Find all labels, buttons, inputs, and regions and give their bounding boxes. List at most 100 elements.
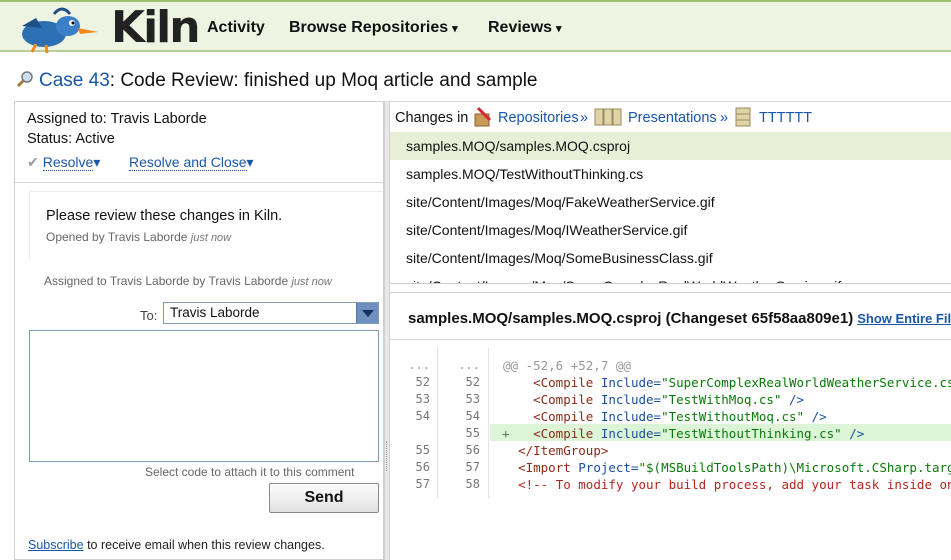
code-string: "TestWithoutThinking.cs" (661, 426, 842, 441)
divider (15, 182, 383, 183)
code-line: <Compile Include="SuperComplexRealWorldW… (503, 375, 951, 390)
assign-event: Assigned to Travis Laborde by Travis Lab… (44, 274, 332, 288)
line-number: 52 (465, 375, 480, 389)
chevron-down-icon: ▾ (556, 23, 562, 35)
case-title-text: : Code Review: finished up Moq article a… (109, 70, 538, 91)
code-indent (503, 409, 533, 424)
breadcrumb-separator: » (720, 110, 729, 126)
code-string: "$(MSBuildToolsPath)\Microsoft.CSharp.ta… (638, 460, 951, 475)
breadcrumb-repository[interactable]: TTTTTT (759, 110, 813, 126)
nav-activity[interactable]: Activity (207, 19, 265, 37)
code-attr: Include= (600, 409, 662, 424)
code-string: "TestWithoutMoq.cs" (661, 409, 805, 424)
breadcrumb-presentations[interactable]: Presentations (628, 110, 717, 126)
pane-splitter[interactable] (384, 101, 390, 560)
event-message: Please review these changes in Kiln. (46, 208, 283, 224)
code-line: <Import Project="$(MSBuildToolsPath)\Mic… (503, 460, 951, 475)
chevron-down-icon: ▾ (93, 154, 101, 170)
assign-event-text: Assigned to Travis Laborde by Travis Lab… (44, 274, 289, 288)
checkmark-icon: ✔ (27, 154, 39, 170)
subscribe-row: Subscribe to receive email when this rev… (28, 538, 325, 552)
line-number: 53 (415, 392, 430, 406)
changed-files-list: samples.MOQ/samples.MOQ.csproj samples.M… (390, 132, 951, 284)
resolve-and-close-button[interactable]: Resolve and Close▾ (129, 154, 254, 171)
nav-reviews[interactable]: Reviews▾ (488, 19, 562, 37)
nav-browse-repositories-label: Browse Repositories (289, 19, 449, 36)
code-line: </ItemGroup> (503, 443, 608, 458)
line-number: ... (408, 358, 430, 372)
line-number: 53 (465, 392, 480, 406)
subscribe-link[interactable]: Subscribe (28, 538, 84, 552)
code-attr: Include= (600, 392, 662, 407)
repository-icon (735, 107, 751, 127)
code-attr: Include= (600, 426, 662, 441)
file-item[interactable]: site/Content/Images/Moq/IWeatherService.… (406, 222, 688, 238)
assigned-to: Assigned to: Travis Laborde (27, 111, 207, 127)
event-meta: Opened by Travis Laborde just now (46, 230, 231, 244)
file-item[interactable]: site/Content/Images/Moq/SomeBusinessClas… (406, 250, 713, 266)
diff-header: samples.MOQ/samples.MOQ.csproj (Changese… (390, 292, 951, 340)
presentations-icon (594, 108, 622, 126)
code-indent (503, 443, 518, 458)
code-tag: <Compile (533, 409, 601, 424)
chevron-down-icon: ▾ (452, 23, 458, 35)
line-number: 55 (465, 426, 480, 440)
show-entire-file-link[interactable]: Show Entire File (857, 311, 951, 326)
code-indent (503, 426, 533, 441)
code-line: <Compile Include="TestWithMoq.cs" /> (503, 392, 804, 407)
comment-textarea[interactable] (29, 330, 379, 462)
case-status: Status: Active (27, 131, 115, 147)
code-tag: <Compile (533, 392, 601, 407)
repositories-icon (474, 106, 492, 127)
splitter-grip[interactable] (386, 441, 388, 471)
diff-title-text: samples.MOQ/samples.MOQ.csproj (Changese… (408, 310, 854, 327)
file-item[interactable]: site/Content/Images/Moq/FakeWeatherServi… (406, 194, 715, 210)
file-item[interactable]: site/Content/Images/Moq/SuperComplexReal… (390, 272, 951, 283)
changes-pane: Changes in Repositories » Presentations … (390, 101, 951, 560)
code-string: "TestWithMoq.cs" (661, 392, 782, 407)
line-number: ... (458, 358, 480, 372)
case-link[interactable]: Case 43 (39, 70, 110, 91)
breadcrumb-separator: » (580, 110, 589, 126)
code-attr: Project= (578, 460, 639, 475)
old-line-gutter (390, 348, 438, 499)
chevron-down-icon: ▾ (246, 154, 254, 170)
line-number: 55 (415, 443, 430, 457)
code-tag: <Import (518, 460, 579, 475)
breadcrumb-repositories[interactable]: Repositories (498, 110, 579, 126)
new-line-gutter (440, 348, 489, 499)
line-number: 58 (465, 477, 480, 491)
hunk-header: @@ -52,6 +52,7 @@ (503, 358, 631, 373)
file-item[interactable]: samples.MOQ/TestWithoutThinking.cs (406, 166, 644, 182)
nav-browse-repositories[interactable]: Browse Repositories▾ (289, 19, 458, 37)
code-tag: <Compile (533, 426, 601, 441)
resolve-label: Resolve (42, 154, 94, 171)
to-label: To: (140, 308, 158, 323)
assignee-select[interactable]: Travis Laborde (163, 302, 379, 324)
line-number: 57 (415, 477, 430, 491)
subscribe-text: to receive email when this review change… (83, 538, 325, 552)
resolve-button[interactable]: ✔Resolve▾ (27, 154, 100, 171)
breadcrumb: Changes in Repositories » Presentations … (390, 101, 951, 132)
diff-title: samples.MOQ/samples.MOQ.csproj (Changese… (408, 310, 951, 327)
assign-event-time: just now (291, 276, 332, 288)
diff-view[interactable]: ... ... 52 53 54 55 56 57 52 53 54 55 56… (390, 348, 951, 508)
code-line: <!-- To modify your build process, add y… (503, 477, 951, 492)
line-number: 56 (465, 443, 480, 457)
nav-reviews-label: Reviews (488, 19, 553, 36)
code-comment: <!-- To modify your build process, add y… (518, 477, 951, 492)
code-string: "SuperComplexRealWorldWeatherService.cs" (661, 375, 951, 390)
code-tag: </ItemGroup> (518, 443, 609, 458)
file-item-selected[interactable]: samples.MOQ/samples.MOQ.csproj (390, 132, 951, 160)
dropdown-arrow-icon[interactable] (356, 303, 378, 323)
case-event: Please review these changes in Kiln. Ope… (29, 191, 383, 261)
page-title: Case 43: Code Review: finished up Moq ar… (16, 70, 538, 92)
logo-text: Kiln (111, 2, 201, 53)
changes-in-label: Changes in (395, 110, 469, 126)
code-indent (503, 477, 518, 492)
attach-code-hint: Select code to attach it to this comment (145, 465, 355, 479)
kiln-logo[interactable]: Kiln (14, 2, 201, 54)
send-button[interactable]: Send (269, 483, 379, 513)
code-line-added: <Compile Include="TestWithoutThinking.cs… (503, 426, 864, 441)
line-number: 52 (415, 375, 430, 389)
